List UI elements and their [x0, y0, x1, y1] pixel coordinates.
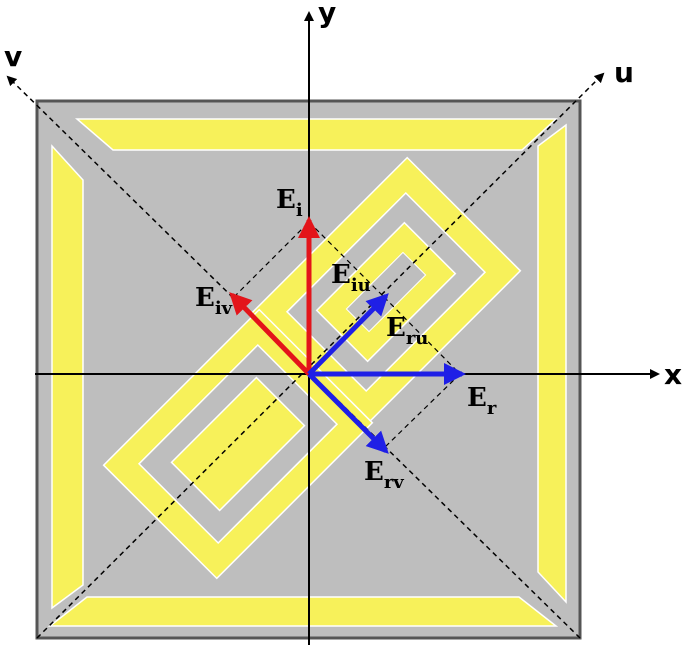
er-label: Er [467, 383, 497, 419]
ei-label: Ei [276, 185, 303, 221]
x-axis-label: x [664, 358, 682, 391]
frame-left-bar [51, 144, 84, 610]
eiv-arrow [229, 292, 311, 376]
frame-bottom-bar [47, 596, 559, 627]
resonator-lower-left [102, 308, 374, 580]
eiu-arrow [307, 293, 389, 376]
frame-right-bar [537, 123, 567, 604]
y-axis-label: y [318, 0, 336, 29]
frame-top-bar [74, 118, 558, 151]
eiv-label: Eiv [195, 283, 233, 319]
erv-label: Erv [364, 457, 404, 493]
eru-label: Eru [386, 313, 428, 349]
u-axis-label: u [614, 56, 634, 89]
v-axis-label: v [4, 40, 22, 73]
u-axis-line [36, 72, 605, 639]
eiu-label: Eiu [331, 260, 371, 296]
erv-arrow [307, 372, 389, 454]
projection-guides [233, 221, 461, 449]
